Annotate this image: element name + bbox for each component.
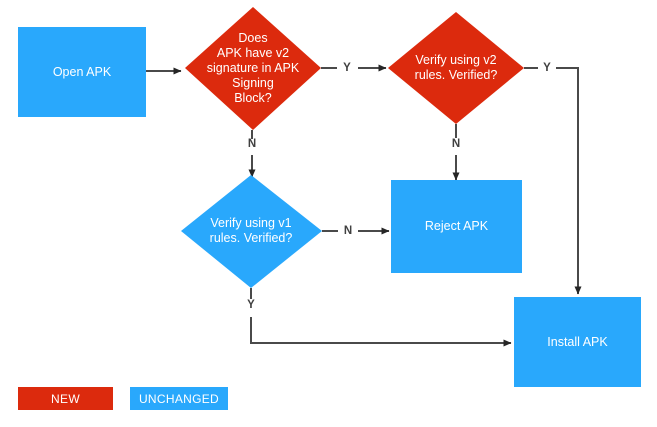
legend-swatch-unchanged[interactable] (130, 387, 228, 410)
node-shape-verify-v2[interactable] (388, 12, 524, 124)
node-shape-open-apk[interactable] (18, 27, 146, 117)
edge-v2-yes-path (556, 67, 582, 295)
legend-swatch-new[interactable] (18, 387, 113, 410)
node-shape-install-apk[interactable] (514, 297, 641, 387)
node-shape-verify-v1[interactable] (181, 175, 322, 288)
node-shape-has-v2-signature[interactable] (185, 7, 321, 130)
legend-item-unchanged[interactable]: UNCHANGED (138, 391, 220, 406)
node-shape-reject-apk[interactable] (391, 180, 522, 273)
legend-item-new[interactable]: NEW (51, 391, 80, 406)
edge-v1-yes-path (250, 317, 512, 347)
